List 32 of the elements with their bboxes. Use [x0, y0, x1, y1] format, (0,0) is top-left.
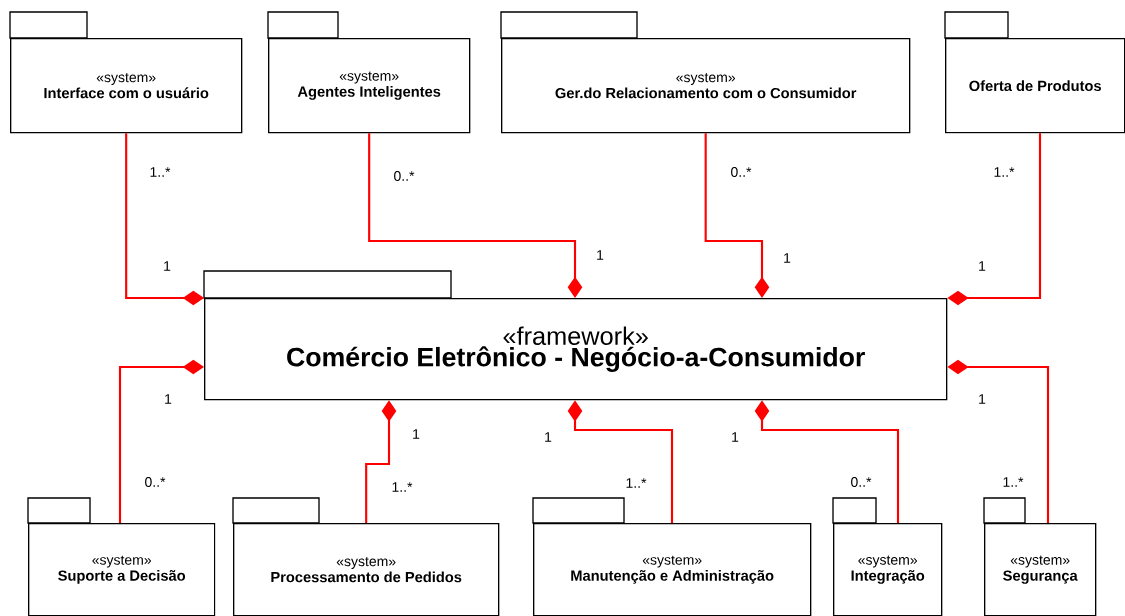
multiplicity-label: 0..*	[731, 167, 752, 177]
package-box: «system» Agentes Inteligentes	[267, 11, 471, 134]
package-box: «system» Manutenção e Administração	[532, 497, 812, 616]
package-box: «system» Segurança	[983, 497, 1097, 616]
multiplicity-label: 1..*	[626, 478, 647, 488]
multiplicity-label: 0..*	[851, 477, 872, 487]
multiplicity-label: 0..*	[145, 477, 166, 487]
multiplicity-label: 0..*	[394, 171, 415, 181]
composition-line	[704, 133, 770, 298]
composition-line	[368, 133, 583, 298]
multiplicity-label: 1	[732, 432, 739, 442]
package-box: «system» Processamento de Pedidos	[232, 497, 500, 616]
multiplicity-label: 1	[545, 432, 552, 442]
multiplicity-label: 1..*	[1003, 477, 1024, 487]
multiplicity-label: 1	[597, 250, 604, 260]
package-box: Oferta de Produtos	[944, 11, 1125, 134]
multiplicity-label: 1..*	[150, 167, 171, 177]
composition-line	[118, 359, 204, 523]
composition-line	[125, 133, 204, 306]
multiplicity-label: 1..*	[392, 482, 413, 492]
multiplicity-label: 1..*	[994, 167, 1015, 177]
multiplicity-label: 1	[164, 261, 171, 271]
package-box: «system» Integração	[832, 497, 943, 616]
package-box: «system» Interface com o usuário	[9, 11, 243, 134]
multiplicity-label: 1	[979, 261, 986, 271]
package-box: «system» Suporte a Decisão	[27, 497, 216, 616]
framework-package: «framework» Comércio Eletrônico - Negócio-a-Consumidor	[203, 270, 948, 401]
multiplicity-label: 1	[413, 429, 420, 439]
multiplicity-label: 1	[979, 394, 986, 404]
package-box: «system» Ger.do Relacionamento com o Consumidor	[500, 11, 911, 134]
multiplicity-label: 1	[165, 394, 172, 404]
multiplicity-label: 1	[784, 253, 791, 263]
